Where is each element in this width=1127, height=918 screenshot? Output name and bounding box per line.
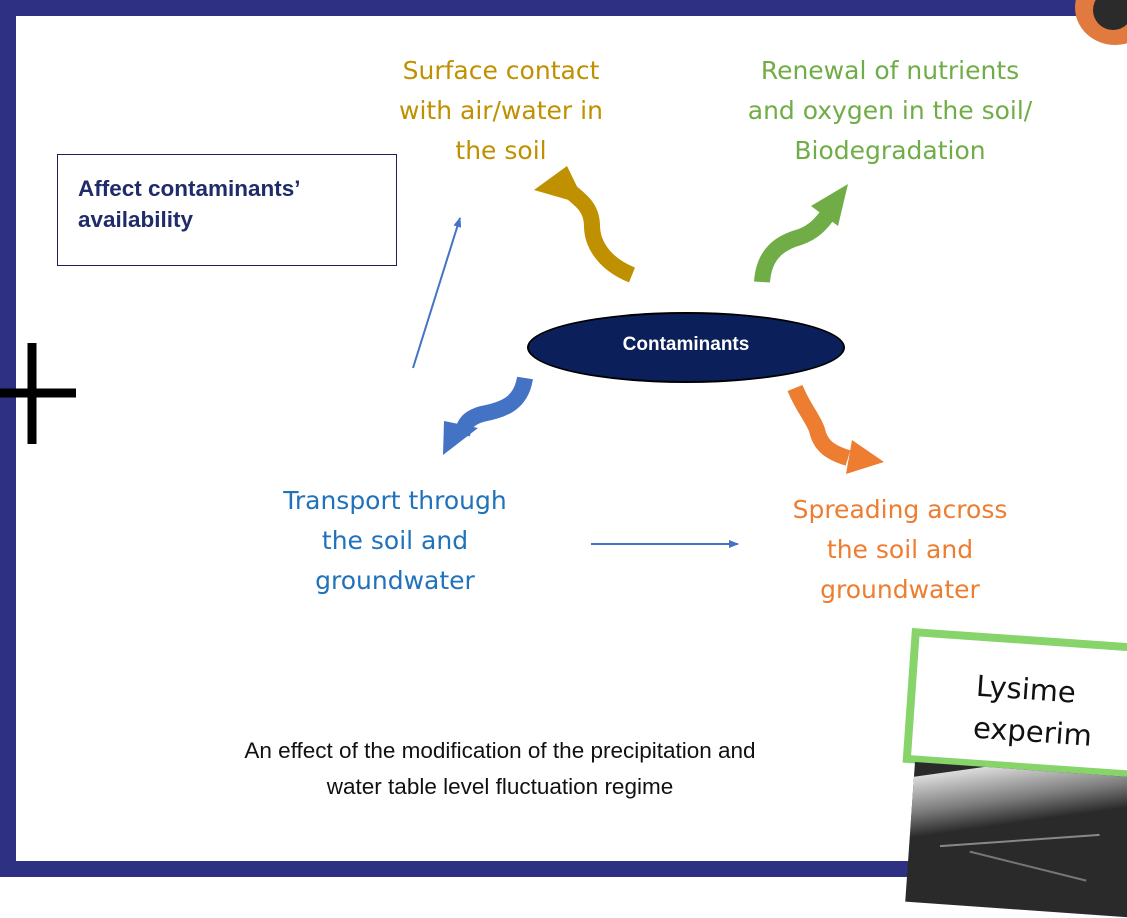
contaminants-node: Contaminants xyxy=(527,312,845,383)
diagram-arrows xyxy=(0,166,884,548)
lysimeter-note-label: Lysime experim xyxy=(972,668,1094,753)
availability-label: Affect contaminants’ availability xyxy=(78,176,301,232)
renewal-label: Renewal of nutrients and oxygen in the s… xyxy=(747,56,1033,165)
availability-box: Affect contaminants’ availability xyxy=(57,154,397,266)
lysimeter-note: Lysime experim xyxy=(902,628,1127,781)
thin-arrow-up xyxy=(412,217,462,369)
slide-frame xyxy=(0,0,1127,877)
lysimeter-photo xyxy=(905,762,1127,918)
arrow-to-renewal xyxy=(754,184,848,283)
arrow-to-spreading xyxy=(787,384,884,474)
arrow-to-transport xyxy=(443,376,533,455)
surface-contact-label: Surface contact with air/water in the so… xyxy=(399,56,603,165)
spreading-label: Spreading across the soil and groundwate… xyxy=(792,495,1008,604)
arrow-to-surface xyxy=(534,166,636,283)
contaminants-label: Contaminants xyxy=(622,334,750,355)
transport-label: Transport through the soil and groundwat… xyxy=(283,486,507,595)
plus-icon xyxy=(0,343,76,444)
slide-caption: An effect of the modification of the pre… xyxy=(244,738,756,799)
